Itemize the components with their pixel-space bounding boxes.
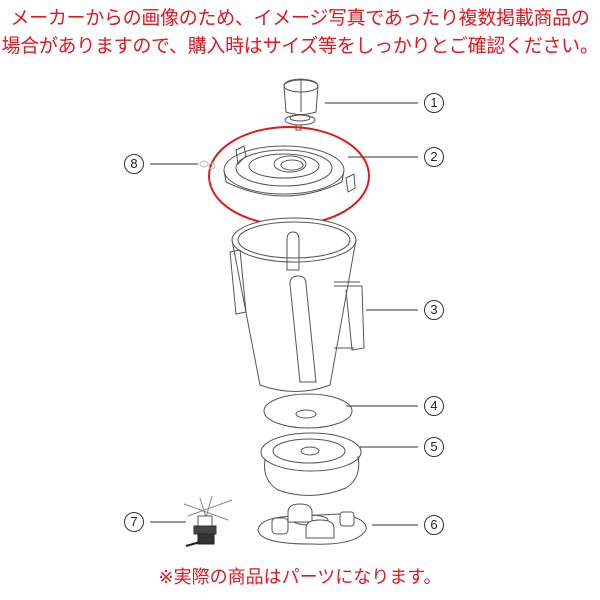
part-1-lid-cap-illustration bbox=[283, 78, 418, 131]
part-5-retainer-illustration bbox=[260, 432, 418, 497]
callout-4: 4 bbox=[424, 396, 444, 416]
notice-line-1: メーカーからの画像のため、イメージ写真であったり複数掲載商品の bbox=[10, 7, 590, 29]
part-6-drive-pad-illustration bbox=[257, 503, 418, 545]
footer-note: ※実際の商品はパーツになります。 bbox=[158, 567, 442, 588]
part-2-lid-illustration bbox=[223, 145, 418, 197]
callout-6: 6 bbox=[424, 515, 444, 535]
callout-1: 1 bbox=[424, 93, 444, 113]
callout-8: 8 bbox=[124, 154, 144, 174]
part-3-jar-illustration bbox=[229, 217, 418, 392]
part-7-blade-illustration bbox=[150, 495, 233, 547]
part-4-gasket-illustration bbox=[263, 393, 418, 429]
callout-7: 7 bbox=[124, 512, 144, 532]
callout-5: 5 bbox=[424, 437, 444, 457]
part-8-clips-illustration bbox=[150, 160, 216, 170]
callout-2: 2 bbox=[424, 147, 444, 167]
notice-line-2: 場合がありますので、購入時はサイズ等をしっかりとご確認ください。 bbox=[1, 35, 599, 57]
callout-3: 3 bbox=[424, 300, 444, 320]
